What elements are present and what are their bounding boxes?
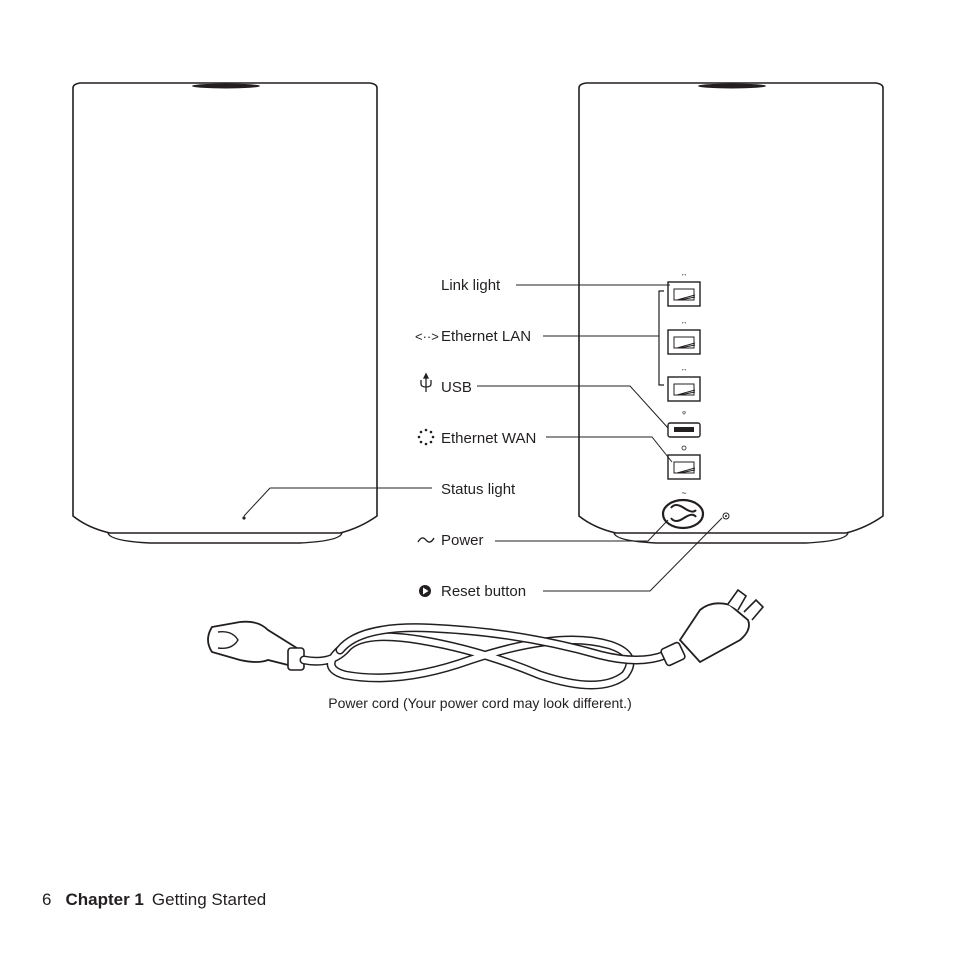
usb-icon [420,372,432,392]
chapter-title: Getting Started [151,890,267,909]
power-cord [207,588,765,690]
double-arrow-icon: <··> [415,329,439,344]
reset-button-label: Reset button [441,583,526,600]
svg-text:ᵠ: ᵠ [682,409,686,418]
ethernet-lan-port-2: ↔ [667,319,701,355]
ethernet-lan-port-3: ↔ [667,366,701,402]
base-station-front [72,82,378,544]
status-light [242,516,246,520]
status-light-label: Status light [441,481,516,498]
page-number: 6 [42,890,52,909]
page-footer: 6 Chapter 1 Getting Started [42,890,266,910]
base-station-back: ↔ ↔ ↔ ᵠ [578,82,884,544]
power-label: Power [441,532,484,549]
ethernet-wan-label: Ethernet WAN [441,430,536,447]
tilde-icon [417,537,435,543]
chapter-label: Chapter 1 [65,890,144,909]
callout-lines [243,284,723,592]
ethernet-lan-label: Ethernet LAN [441,328,531,345]
svg-text:↔: ↔ [681,319,688,326]
power-socket: ~ [661,488,705,530]
svg-text:↔: ↔ [681,271,688,278]
svg-text:~: ~ [681,488,686,498]
dotted-circle-icon [417,428,435,446]
usb-label: USB [441,379,472,396]
usb-port: ᵠ [667,409,701,438]
ethernet-wan-port [667,445,701,480]
svg-text:↔: ↔ [681,366,688,373]
link-light-label: Link light [441,277,501,294]
power-cord-caption: Power cord (Your power cord may look dif… [328,695,631,711]
play-circle-icon [419,585,431,597]
reset-button [722,512,730,520]
ethernet-lan-port-1: ↔ [667,271,701,307]
